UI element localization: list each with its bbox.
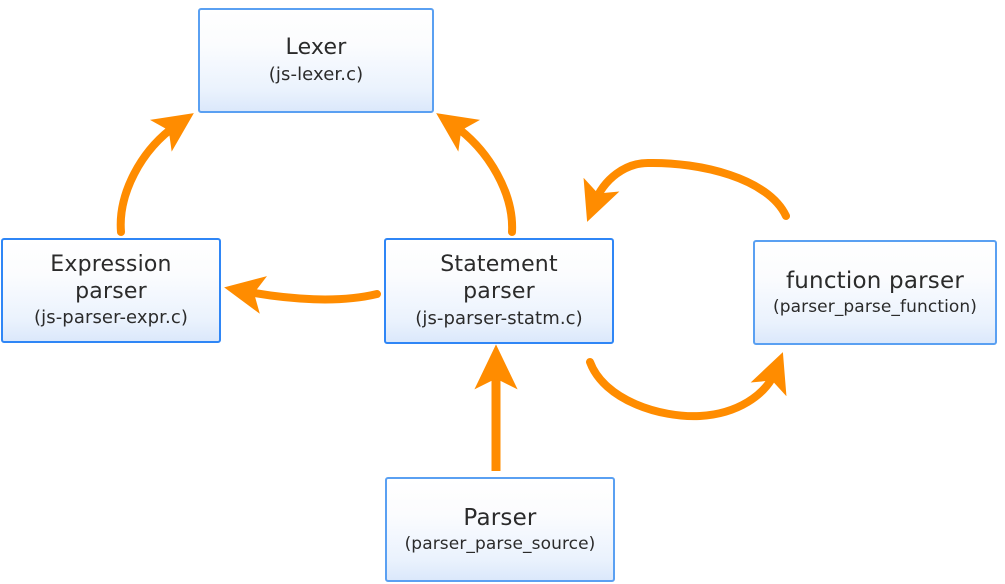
node-function-parser-title: function parser — [785, 268, 964, 295]
arrow-function-to-statement — [583, 158, 790, 222]
arrow-statement-to-lexer — [436, 113, 517, 236]
node-parser-title: Parser — [463, 505, 537, 532]
node-parser-subtitle: (parser_parse_source) — [404, 534, 596, 555]
arrow-statement-to-expression — [224, 276, 381, 314]
node-function-parser-subtitle: (parser_parse_function) — [772, 297, 978, 318]
node-statement-parser[interactable]: Statement parser (js-parser-statm.c) — [384, 238, 614, 344]
arrow-expression-to-lexer — [116, 113, 194, 236]
node-statement-parser-subtitle: (js-parser-statm.c) — [415, 307, 583, 329]
node-expression-parser-title: Expression parser — [50, 251, 172, 304]
node-lexer[interactable]: Lexer (js-lexer.c) — [198, 8, 434, 113]
node-expression-parser[interactable]: Expression parser (js-parser-expr.c) — [1, 238, 221, 343]
node-expression-parser-subtitle: (js-parser-expr.c) — [34, 307, 188, 329]
arrow-statement-to-function — [586, 352, 787, 421]
node-lexer-subtitle: (js-lexer.c) — [268, 63, 364, 85]
node-lexer-title: Lexer — [285, 35, 347, 61]
node-function-parser[interactable]: function parser (parser_parse_function) — [753, 240, 997, 345]
node-parser[interactable]: Parser (parser_parse_source) — [385, 477, 615, 582]
node-statement-parser-title: Statement parser — [440, 252, 558, 305]
